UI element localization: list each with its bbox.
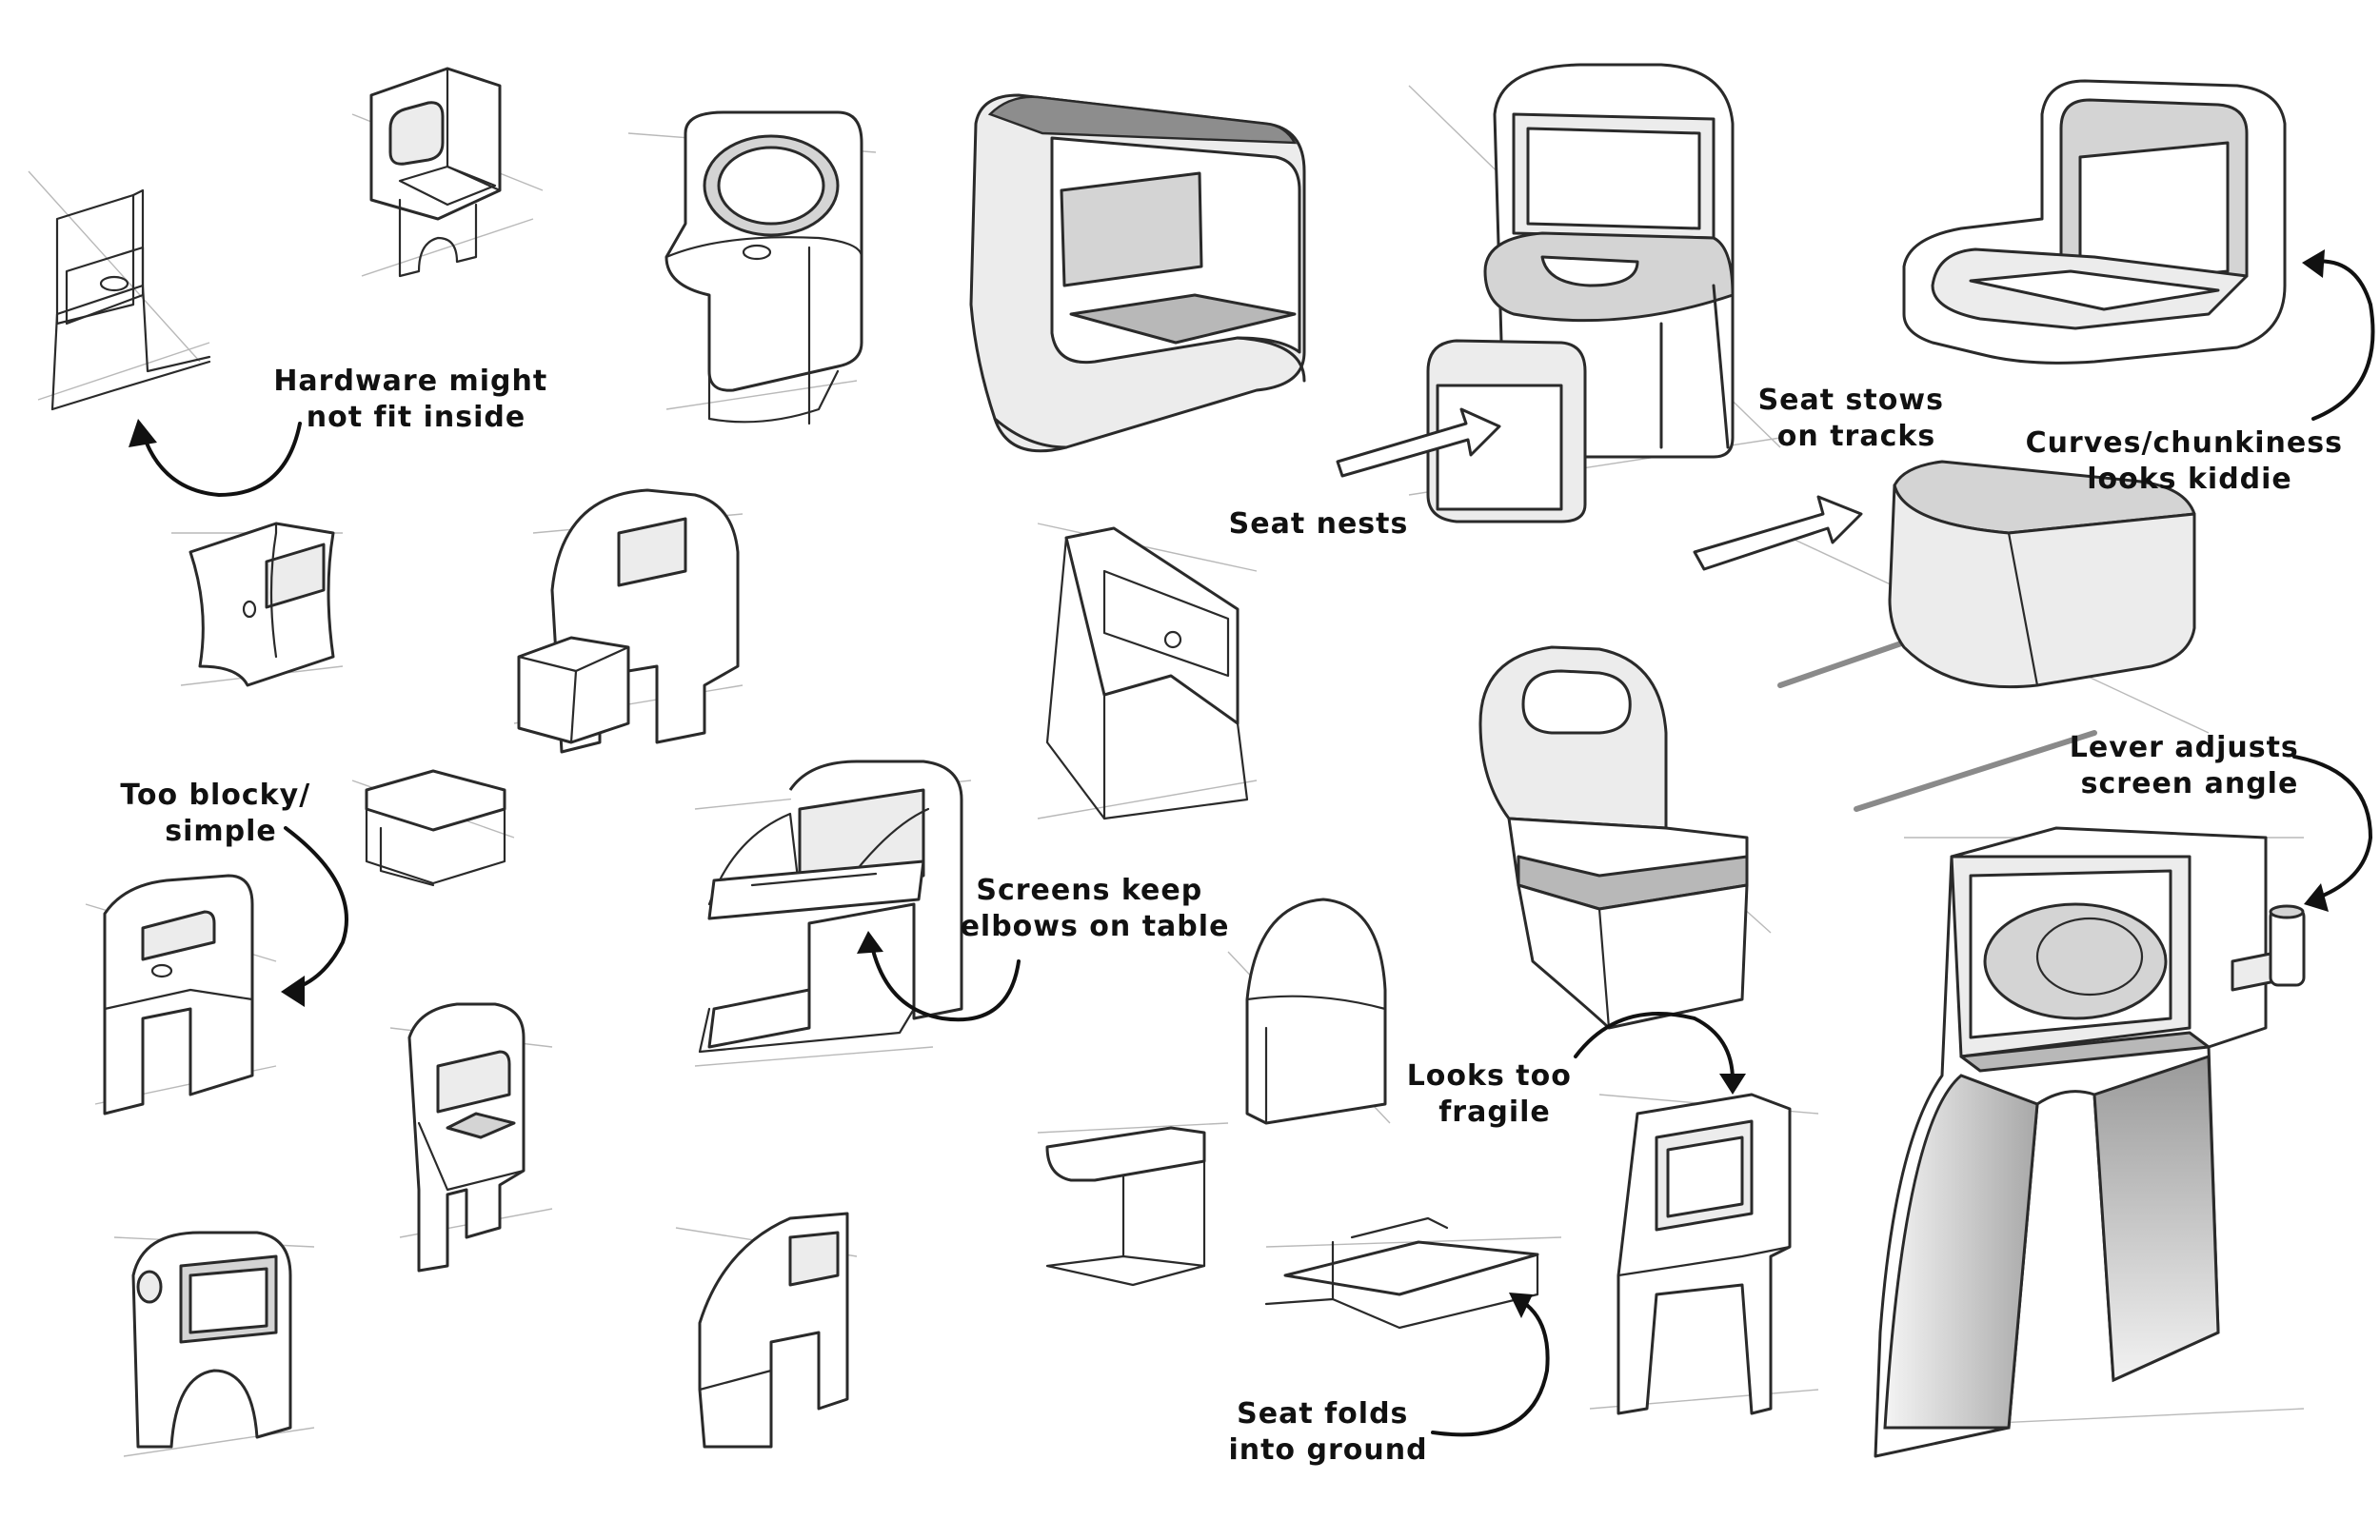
note-lever-adjusts: Lever adjusts screen angle bbox=[2070, 731, 2310, 800]
note-seat-folds: Seat folds into ground bbox=[1228, 1397, 1427, 1467]
sketch-elbow-screen-station bbox=[694, 760, 972, 1067]
sketch-arched-kiosk-seatbox bbox=[513, 488, 744, 754]
note-seat-nests: Seat nests bbox=[1229, 507, 1409, 541]
sketch-small-stool bbox=[351, 769, 515, 887]
note-curves-kiddie: Curves/chunkiness looks kiddie bbox=[2026, 426, 2354, 496]
sketch-fragile-frame-kiosk bbox=[1589, 1093, 1819, 1415]
sketch-arched-kiosk-knob bbox=[113, 1231, 315, 1457]
sketch-folding-seat bbox=[1264, 1216, 1562, 1330]
sketch-round-cabinet-nesting-seat bbox=[1408, 63, 1781, 523]
sketch-arched-seat-bottom bbox=[675, 1212, 858, 1449]
sketch-handle-chair bbox=[1478, 645, 1772, 1030]
sketch-stowing-seat-box bbox=[1777, 460, 2210, 812]
sketch-chunky-square-chair bbox=[1902, 79, 2287, 365]
arrow-lever-adjusts bbox=[2292, 755, 2373, 912]
sketch-lounge-chair bbox=[969, 93, 1306, 453]
sketch-capsule-seat bbox=[1227, 898, 1391, 1125]
sketch-box-kiosk bbox=[351, 67, 544, 278]
note-looks-fragile: Looks too fragile bbox=[1407, 1059, 1583, 1129]
arrow-curves-kiddie bbox=[2302, 249, 2375, 421]
sketch-thin-frame-kiosk bbox=[28, 170, 211, 411]
arrow-screens-elbows bbox=[857, 931, 1021, 1022]
arrow-hardware-fit bbox=[129, 419, 302, 498]
arrow-seat-nests bbox=[1336, 407, 1501, 478]
arrow-seat-folds bbox=[1431, 1293, 1550, 1437]
note-too-blocky: Too blocky/ simple bbox=[120, 779, 321, 848]
arrow-too-blocky bbox=[281, 826, 348, 1007]
sketch-lever-kiosk bbox=[1874, 826, 2306, 1458]
sketch-chair-seatpad bbox=[389, 1002, 553, 1273]
sketch-tall-tilted-kiosk bbox=[1037, 523, 1258, 820]
note-hardware-fit: Hardware might not fit inside bbox=[273, 365, 558, 434]
sketch-curved-side-kiosk bbox=[171, 522, 344, 687]
sketch-c-seat bbox=[1037, 1122, 1229, 1287]
sketch-round-screen-pedestal bbox=[627, 110, 877, 425]
note-seat-stows: Seat stows on tracks bbox=[1758, 384, 1955, 453]
note-screens-elbows: Screens keep elbows on table bbox=[961, 874, 1230, 943]
sketch-blocky-kiosk bbox=[85, 874, 277, 1116]
arrow-seat-stows bbox=[1693, 495, 1863, 571]
arrow-looks-fragile bbox=[1574, 1012, 1746, 1095]
